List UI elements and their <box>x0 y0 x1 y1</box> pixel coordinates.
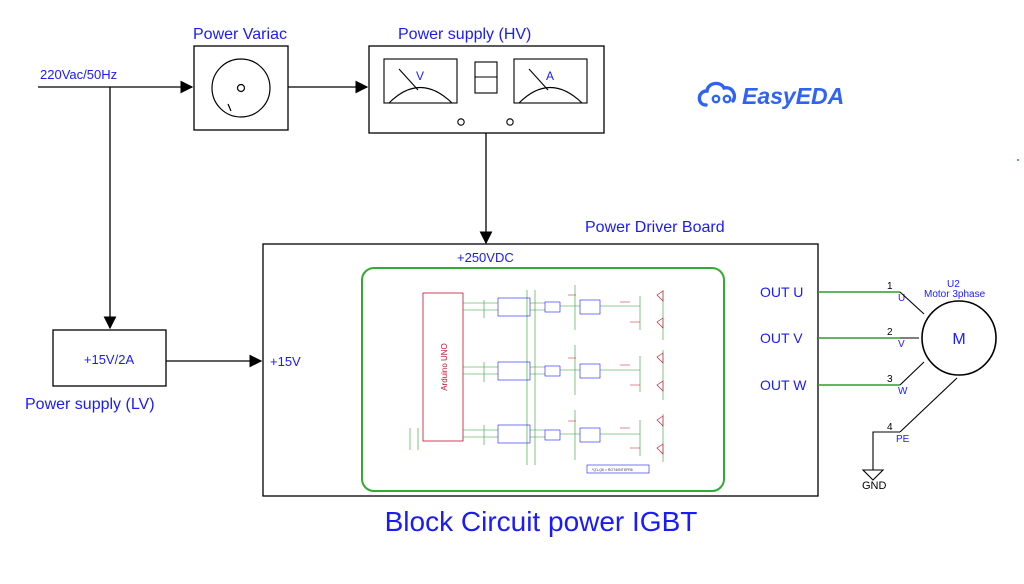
motor-wiring <box>861 291 958 481</box>
lv-supply-box <box>52 329 167 387</box>
driver-board-title: Power Driver Board <box>585 219 725 236</box>
ammeter-label: A <box>546 69 554 83</box>
motor-ref: U2 <box>947 279 960 290</box>
variac-title: Power Variac <box>193 26 287 43</box>
lv-input-label: +15V <box>270 354 301 369</box>
ground-label: GND <box>862 480 887 492</box>
pin-2-phase: V <box>898 339 905 350</box>
pin-3-number: 3 <box>887 374 893 385</box>
pin-3-phase: W <box>898 386 908 397</box>
hv-input-label: +250VDC <box>457 250 514 265</box>
motor-name: Motor 3phase <box>924 289 986 300</box>
pe-label: PE <box>896 434 910 445</box>
output-v: OUT V 2 V <box>760 327 905 350</box>
motor-icon <box>921 300 997 376</box>
pin-4-number: 4 <box>887 422 893 433</box>
schematic-thumbnail: Arduino UNO *Q1-Q6 = RGT4 <box>409 285 664 474</box>
ac-input-label: 220Vac/50Hz <box>40 67 117 82</box>
hv-terminal-icon <box>457 118 465 126</box>
voltmeter-needle-icon <box>398 68 419 91</box>
variac-dial-icon <box>211 58 271 118</box>
ammeter-needle-icon <box>528 68 549 91</box>
lv-supply-rating: +15V/2A <box>84 352 135 367</box>
schematic-frame <box>361 267 725 492</box>
pin-2-number: 2 <box>887 327 893 338</box>
motor-symbol: M <box>952 331 965 348</box>
cloud-link-icon <box>697 81 737 107</box>
hv-supply-title: Power supply (HV) <box>398 26 531 43</box>
hv-terminal-icon <box>506 118 514 126</box>
pin-1-number: 1 <box>887 281 893 292</box>
brand-logo: EasyEDA <box>697 81 844 109</box>
diagram-title: Block Circuit power IGBT <box>385 506 698 537</box>
voltmeter-label: V <box>416 69 424 83</box>
schematic-note: *Q1-Q6 = RGT40NTSFR6 <box>592 468 633 472</box>
output-u: OUT U 1 U <box>760 281 905 304</box>
variac-tick-icon <box>227 103 232 112</box>
output-u-label: OUT U <box>760 284 803 300</box>
lv-supply-title: Power supply (LV) <box>25 396 155 413</box>
output-w-label: OUT W <box>760 377 807 393</box>
variac-box <box>193 45 289 131</box>
brand-name: EasyEDA <box>742 83 844 109</box>
variac-knob-icon <box>236 83 246 93</box>
ammeter-icon <box>513 58 588 104</box>
output-v-label: OUT V <box>760 330 803 346</box>
arduino-label: Arduino UNO <box>440 343 449 391</box>
output-w: OUT W 3 W <box>760 374 908 397</box>
pin-1-phase: U <box>898 293 905 304</box>
voltmeter-icon <box>383 58 458 104</box>
